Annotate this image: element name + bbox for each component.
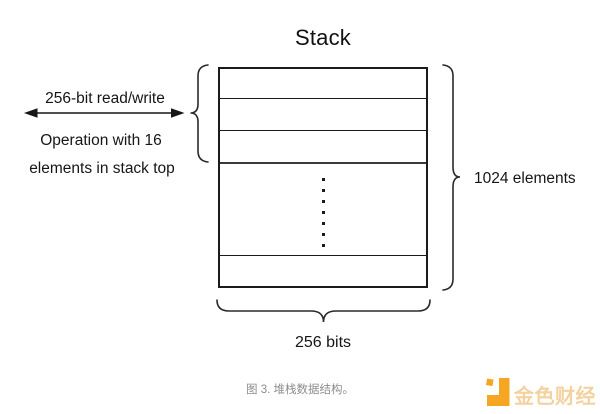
- ellipsis-dot: [322, 233, 325, 236]
- left-annotation-line3: elements in stack top: [29, 160, 175, 177]
- left-brace-icon: [190, 64, 209, 163]
- figure-title: Stack: [294, 25, 352, 50]
- ellipsis-dot: [322, 211, 325, 214]
- jinse-logo-text: 金色财经: [514, 386, 596, 408]
- double-arrow-icon: [24, 108, 185, 118]
- right-annotation: 1024 elements: [474, 170, 576, 187]
- bottom-brace-icon: [216, 299, 431, 323]
- row-divider-thick: [220, 162, 426, 165]
- row-divider: [220, 255, 426, 257]
- figure-caption: 图 3. 堆栈数据结构。: [246, 384, 354, 396]
- row-divider: [220, 98, 426, 100]
- left-annotation-line2: Operation with 16: [40, 132, 162, 149]
- left-annotation-line1: 256-bit read/write: [45, 90, 165, 107]
- ellipsis-dot: [322, 189, 325, 192]
- row-divider: [220, 130, 426, 132]
- jinse-logo-icon: [486, 378, 510, 406]
- bottom-annotation: 256 bits: [294, 334, 352, 351]
- ellipsis-dot: [322, 200, 325, 203]
- ellipsis-dot: [322, 222, 325, 225]
- right-brace-icon: [442, 64, 461, 291]
- ellipsis-dot: [322, 178, 325, 181]
- ellipsis-dot: [322, 244, 325, 247]
- stack-box: [218, 67, 428, 288]
